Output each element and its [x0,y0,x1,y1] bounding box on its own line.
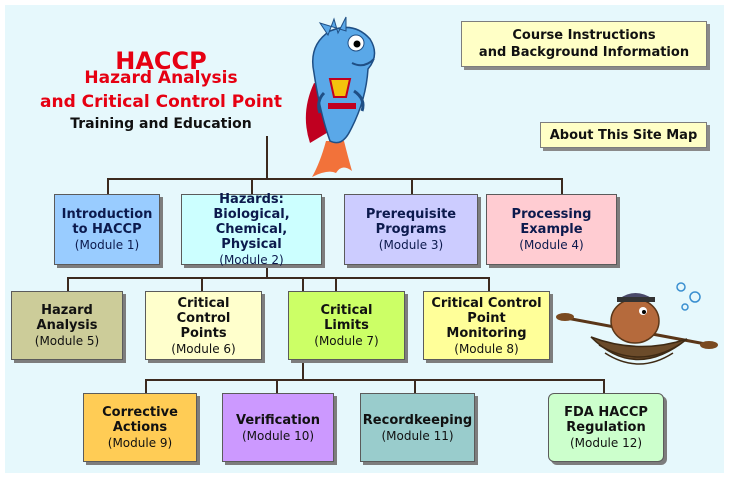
module-5-number: (Module 5) [34,334,100,348]
module-3-button[interactable]: Prerequisite Programs (Module 3) [344,194,478,265]
module-4-number: (Module 4) [519,238,584,252]
connector-row2-drop-1 [67,277,69,291]
module-2-button[interactable]: Hazards: Biological, Chemical, Physical … [181,192,322,267]
module-8-number: (Module 8) [454,341,519,356]
connector-row3-drop-2 [276,379,278,393]
module-9-title-2: Actions [112,420,168,435]
module-4-title: Processing [511,207,592,222]
module-2-title-3: Physical [221,237,282,252]
module-12-button[interactable]: FDA HACCP Regulation (Module 12) [548,393,664,462]
module-8-button[interactable]: Critical Control Point Monitoring (Modul… [423,291,550,360]
connector-row2-drop-2 [201,277,203,291]
module-11-number: (Module 11) [381,428,454,443]
module-10-button[interactable]: Verification (Module 10) [222,393,334,462]
connector-row2-drop-3 [335,277,337,291]
module-6-button[interactable]: Critical Control Points (Module 6) [145,291,262,360]
module-8-title: Critical Control [431,295,542,311]
module-6-title-2: Points [180,325,227,341]
connector-row1-bar [107,178,563,180]
title-subtitle: Training and Education [70,116,252,132]
module-6-title: Critical Control [176,295,231,326]
title-line-1: Hazard Analysis [84,68,238,88]
title-line-2: and Critical Control Point [40,92,282,112]
rowing-fish-icon [556,282,718,365]
module-1-title: Introduction [61,207,153,222]
title-acronym: HACCP [115,47,207,75]
module-3-number: (Module 3) [378,238,444,252]
connector-row3-drop-4 [603,379,605,393]
module-4-title-2: Example [520,222,583,237]
module-5-title-2: Analysis [36,318,98,333]
module-2-title: Hazards: [219,192,284,207]
module-5-title: Hazard [41,303,93,318]
module-9-number: (Module 9) [107,436,173,450]
module-3-title-2: Programs [375,222,447,237]
connector-row3-bar [145,379,605,381]
module-7-title-2: Limits [324,318,369,333]
course-instructions-line-2: and Background Information [478,45,690,60]
module-2-number: (Module 2) [219,253,284,267]
module-12-title: FDA HACCP [564,405,648,420]
module-11-title: Recordkeeping [362,412,473,428]
module-5-button[interactable]: Hazard Analysis (Module 5) [11,291,123,360]
connector-trunk-2 [266,265,268,279]
about-site-map-button[interactable]: About This Site Map [540,122,707,148]
course-instructions-line-1: Course Instructions [512,28,656,43]
connector-row1-drop-4 [561,178,563,194]
module-12-number: (Module 12) [569,436,643,450]
module-1-number: (Module 1) [74,238,140,252]
fish-mascot-icon [305,16,376,177]
connector-row2-drop-4 [488,277,490,291]
module-3-title: Prerequisite [365,207,457,222]
connector-row2-bar [67,277,490,279]
module-6-number: (Module 6) [171,341,236,356]
connector-row1-drop-1 [107,178,109,194]
connector-row3-drop-3 [414,379,416,393]
connector-row1-drop-3 [411,178,413,194]
module-11-button[interactable]: Recordkeeping (Module 11) [360,393,475,462]
course-instructions-button[interactable]: Course Instructions and Background Infor… [461,21,707,67]
module-9-title: Corrective [102,405,178,420]
module-9-button[interactable]: Corrective Actions (Module 9) [83,393,197,462]
module-12-title-2: Regulation [566,420,646,435]
module-1-button[interactable]: Introduction to HACCP (Module 1) [54,194,160,265]
module-4-button[interactable]: Processing Example (Module 4) [486,194,617,265]
module-7-button[interactable]: Critical Limits (Module 7) [288,291,405,360]
about-site-map-label: About This Site Map [549,127,698,143]
module-7-title: Critical [320,303,373,318]
module-7-number: (Module 7) [314,334,379,348]
module-1-title-2: to HACCP [72,222,142,237]
site-map: HACCP Hazard Analysis and Critical Contr… [5,5,724,473]
module-10-title: Verification [235,412,320,428]
module-2-title-2: Biological, Chemical, [213,207,290,237]
module-8-title-2: Point Monitoring [446,310,527,341]
connector-row3-drop-1 [145,379,147,393]
module-10-number: (Module 10) [241,428,315,443]
connector-row1-drop-2 [251,178,253,194]
connector-trunk-1 [266,136,268,180]
